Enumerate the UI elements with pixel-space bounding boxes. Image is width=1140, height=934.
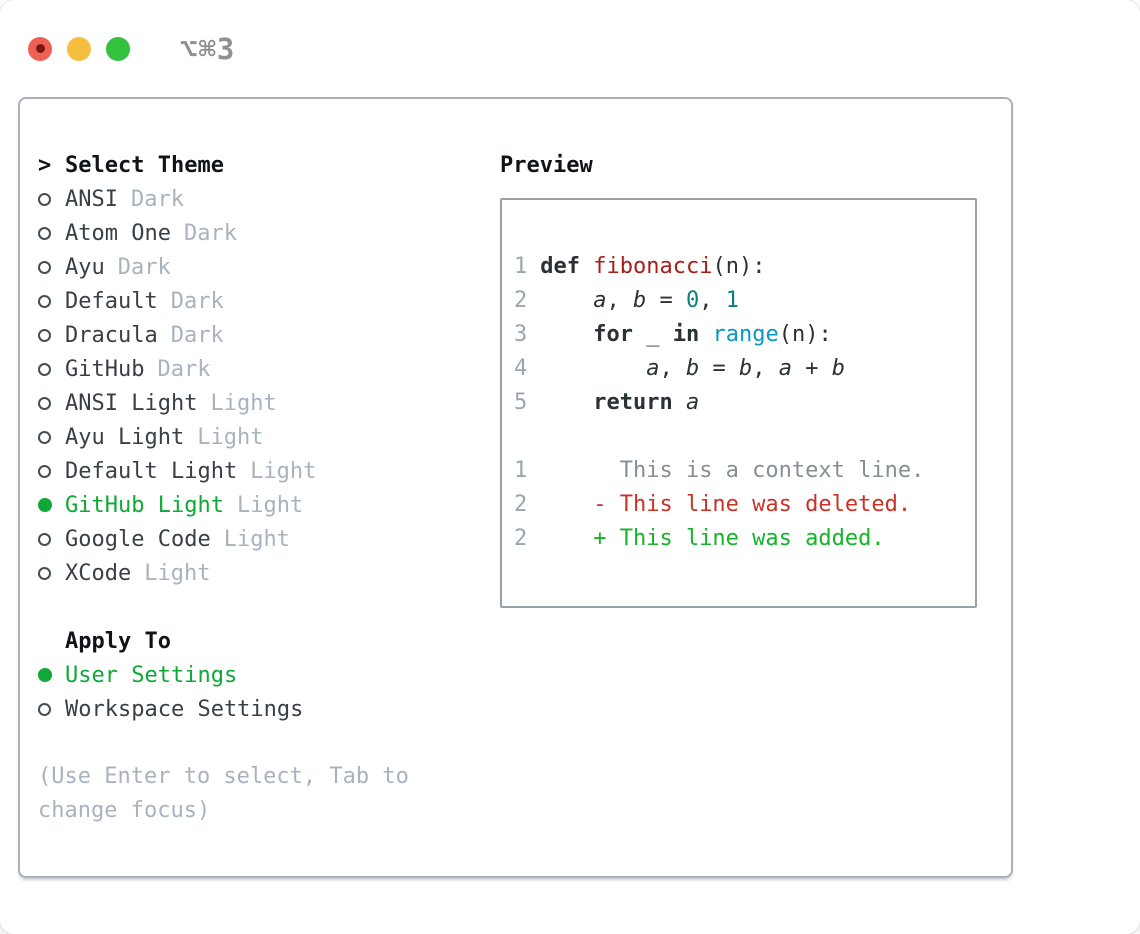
code-line: 4 a, b = b, a + b xyxy=(514,356,845,381)
radio-icon xyxy=(38,294,51,308)
window-title-shortcut: ⌥⌘3 xyxy=(180,31,236,66)
code-line xyxy=(514,420,975,454)
close-button[interactable] xyxy=(28,36,52,61)
apply-to-title: Apply To xyxy=(65,628,171,654)
code-line: 3 for _ in range(n): xyxy=(514,322,832,347)
prompt-caret-icon: > xyxy=(38,152,65,178)
radio-icon xyxy=(38,430,51,444)
option-label: Workspace Settings xyxy=(65,696,304,722)
variant-tag: Dark xyxy=(117,254,171,280)
option-label: Ayu Light xyxy=(65,424,185,450)
apply-option-user-settings[interactable]: User Settings xyxy=(38,658,480,692)
theme-option-ayu-light[interactable]: Ayu Light Light xyxy=(38,420,480,454)
code-line: 2 + This line was added. xyxy=(514,526,885,551)
variant-tag: Light xyxy=(223,526,290,552)
variant-tag: Dark xyxy=(183,220,237,246)
option-label: Atom One xyxy=(65,220,171,246)
select-theme-heading: > Select Theme xyxy=(38,148,480,182)
close-dot-icon xyxy=(35,44,45,53)
theme-option-ayu[interactable]: Ayu Dark xyxy=(38,250,480,284)
radio-icon xyxy=(38,226,51,240)
option-label: Ayu xyxy=(65,254,105,280)
variant-tag: Light xyxy=(236,492,304,518)
maximize-button[interactable] xyxy=(106,36,130,61)
theme-option-atom-one[interactable]: Atom One Dark xyxy=(38,216,480,250)
theme-option-dracula[interactable]: Dracula Dark xyxy=(38,318,480,352)
line-number: 5 xyxy=(514,390,528,415)
variant-tag: Dark xyxy=(170,288,224,314)
radio-icon xyxy=(38,328,51,342)
option-label: Default xyxy=(65,288,158,314)
apply-to-heading: Apply To xyxy=(38,624,480,658)
variant-tag: Dark xyxy=(130,186,184,212)
theme-option-google-code[interactable]: Google Code Light xyxy=(38,522,480,556)
theme-option-ansi[interactable]: ANSI Dark xyxy=(38,182,480,216)
preview-heading: Preview xyxy=(500,148,977,182)
option-label: ANSI Light xyxy=(65,390,198,416)
select-theme-title: Select Theme xyxy=(65,152,224,178)
line-number: 2 xyxy=(514,288,528,313)
radio-icon xyxy=(38,192,51,206)
theme-option-ansi-light[interactable]: ANSI Light Light xyxy=(38,386,480,420)
option-label: XCode xyxy=(65,560,132,586)
theme-option-default-light[interactable]: Default Light Light xyxy=(38,454,480,488)
option-label: GitHub Light xyxy=(65,492,224,518)
titlebar: ⌥⌘3 xyxy=(0,0,1140,97)
variant-tag: Light xyxy=(144,560,211,586)
code-line: 1 This is a context line. xyxy=(514,458,925,483)
minimize-button[interactable] xyxy=(67,36,91,61)
option-label: Default Light xyxy=(65,458,238,484)
radio-icon xyxy=(38,260,51,274)
radio-icon xyxy=(38,464,51,478)
radio-icon xyxy=(38,702,51,716)
code-line: 5 return a xyxy=(514,390,700,415)
hint-text: (Use Enter to select, Tab to change focu… xyxy=(38,764,409,823)
option-label: ANSI xyxy=(65,186,118,212)
option-label: GitHub xyxy=(65,356,145,382)
variant-tag: Dark xyxy=(157,356,211,382)
variant-tag: Light xyxy=(250,458,317,484)
radio-icon xyxy=(38,532,51,546)
variant-tag: Light xyxy=(210,390,277,416)
apply-option-workspace-settings[interactable]: Workspace Settings xyxy=(38,692,480,726)
line-number: 1 xyxy=(514,458,528,483)
option-label: Google Code xyxy=(65,526,211,552)
code-line: 2 a, b = 0, 1 xyxy=(514,288,739,313)
variant-tag: Dark xyxy=(170,322,224,348)
line-number xyxy=(514,424,540,449)
theme-option-github[interactable]: GitHub Dark xyxy=(38,352,480,386)
radio-icon xyxy=(38,362,51,376)
theme-option-default[interactable]: Default Dark xyxy=(38,284,480,318)
line-number: 4 xyxy=(514,356,528,381)
theme-option-xcode[interactable]: XCode Light xyxy=(38,556,480,590)
code-line: 2 - This line was deleted. xyxy=(514,492,912,517)
radio-selected-icon xyxy=(38,668,52,682)
line-number: 2 xyxy=(514,492,528,517)
theme-option-github-light[interactable]: GitHub Light Light xyxy=(38,488,480,522)
radio-icon xyxy=(38,396,51,410)
option-label: Dracula xyxy=(65,322,158,348)
option-label: User Settings xyxy=(65,662,238,688)
preview-title: Preview xyxy=(500,152,593,178)
line-number: 2 xyxy=(514,526,528,551)
variant-tag: Light xyxy=(197,424,264,450)
line-number: 1 xyxy=(514,254,528,279)
radio-selected-icon xyxy=(38,498,52,512)
line-number: 3 xyxy=(514,322,528,347)
radio-icon xyxy=(38,566,51,580)
